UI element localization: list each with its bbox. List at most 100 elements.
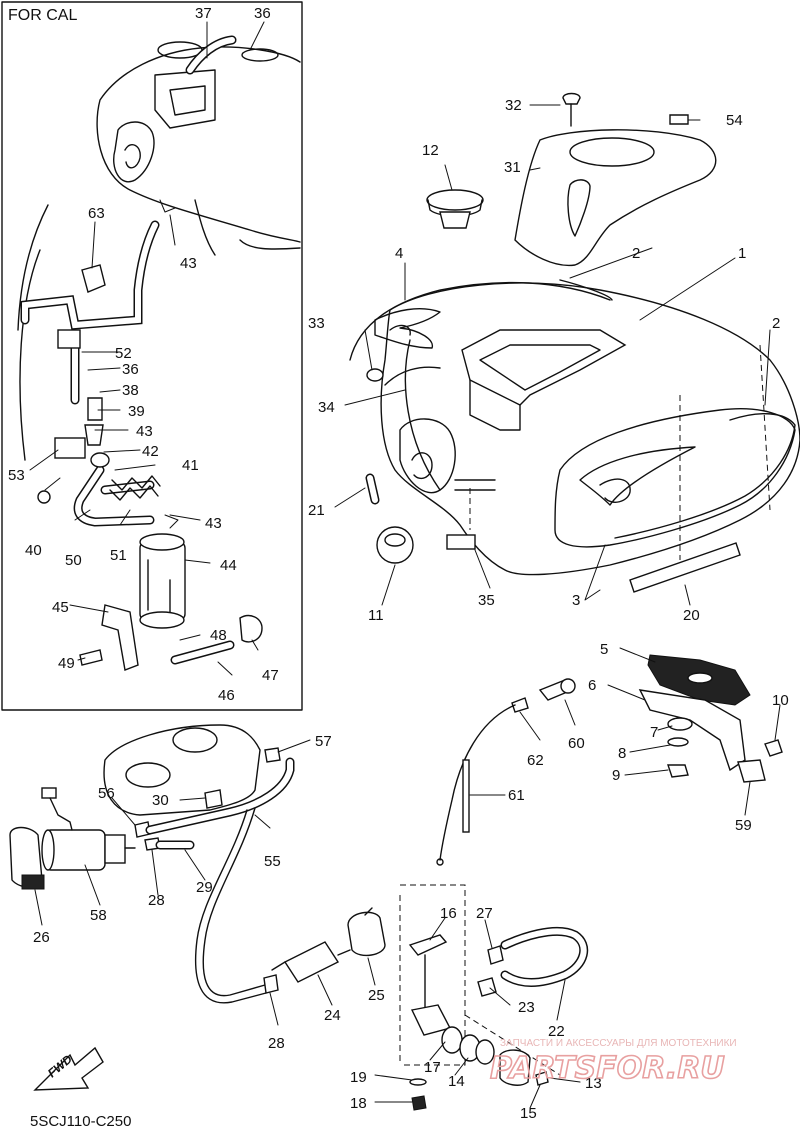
callout-53: 53 (8, 467, 25, 484)
callout-43-top: 43 (180, 255, 197, 272)
callout-11: 11 (368, 607, 384, 624)
callout-35: 35 (478, 592, 495, 609)
tank-cable-assembly (436, 678, 576, 866)
callout-32: 32 (505, 97, 522, 114)
filter-cup-25-top (364, 907, 373, 916)
inset-filler-neck (241, 48, 279, 62)
callout-21: 21 (308, 502, 325, 519)
callout-12: 12 (422, 142, 439, 159)
emblem-left-inner (389, 324, 411, 336)
tank-top-plate (461, 329, 627, 406)
emblem-right-logo-inner (599, 478, 631, 503)
callout-labels: 37 36 63 43 52 36 38 39 43 42 41 53 43 4… (8, 5, 789, 1122)
inset-valve-38 (87, 397, 103, 421)
callout-33: 33 (308, 315, 325, 332)
watermark: ЗАПЧАСТИ И АКСЕССУАРЫ ДЛЯ МОТОТЕХНИКИ PA… (489, 1038, 736, 1087)
inset-tank-tunnel-inner (124, 144, 141, 169)
callout-46: 46 (218, 687, 235, 704)
pad-35 (446, 534, 476, 550)
clip-57 (264, 747, 281, 763)
callout-29: 29 (196, 879, 213, 896)
inset-frame (1, 1, 303, 711)
bolt-18 (411, 1095, 427, 1111)
callout-39: 39 (128, 403, 145, 420)
callout-54: 54 (726, 112, 743, 129)
callout-6: 6 (588, 677, 596, 694)
inset-tank-outline (96, 46, 301, 243)
bolt-60-head (560, 678, 576, 694)
callout-19: 19 (350, 1069, 367, 1086)
diagram-code: 5SCJ110-C250 (30, 1113, 131, 1130)
grommet-54 (669, 114, 689, 125)
callout-9: 9 (612, 767, 620, 784)
clip-33 (366, 368, 384, 382)
callout-60: 60 (568, 735, 585, 752)
collar-7 (667, 717, 693, 731)
filter-cup-25 (347, 911, 386, 957)
inset-canister-detail (147, 559, 171, 613)
callout-36-top: 36 (254, 5, 271, 22)
callout-50: 50 (65, 552, 82, 569)
tank-cover-31 (514, 129, 717, 267)
callout-34: 34 (318, 399, 335, 416)
fuel-cap-12 (426, 189, 484, 211)
emblem-left (374, 308, 441, 349)
bolt-10 (764, 739, 783, 757)
inset-bolt-40 (37, 490, 51, 504)
screw-15 (535, 1071, 549, 1086)
callout-44: 44 (220, 557, 237, 574)
leader-lines (34, 104, 781, 1109)
inset-title: FOR CAL (8, 7, 77, 24)
damper-11 (376, 526, 414, 564)
inset-tank-lower (194, 199, 301, 256)
fuel-pump-58-end (41, 829, 55, 871)
fuel-line-return (202, 807, 266, 997)
callout-61: 61 (508, 787, 525, 804)
inset-bracket-53 (54, 437, 86, 459)
bolt-9 (667, 764, 689, 778)
seal-13a (475, 1039, 495, 1065)
inset-clamp-47 (239, 614, 263, 643)
damper-11-hole (384, 533, 406, 547)
pump-wire (49, 797, 73, 831)
clip-27 (487, 945, 504, 965)
emblem-right-logo (579, 446, 696, 506)
callout-52: 52 (115, 345, 132, 362)
inset-canister-44 (139, 541, 186, 621)
callout-14: 14 (448, 1073, 465, 1090)
watermark-site: PARTSFOR.RU (490, 1051, 725, 1086)
inset-hose-50 (73, 465, 155, 527)
fuel-line-return-b (194, 809, 267, 1004)
inset-valve-39 (84, 424, 104, 446)
tank-top-plate-inner (479, 344, 601, 391)
callout-31: 31 (504, 159, 521, 176)
throttle-body-port-r (172, 727, 218, 753)
callout-23: 23 (518, 999, 535, 1016)
callout-16: 16 (440, 905, 457, 922)
inset-bracket-45 (101, 604, 139, 671)
callout-25: 25 (368, 987, 385, 1004)
callout-43-low: 43 (205, 515, 222, 532)
throttle-body-port-l (125, 762, 171, 788)
gasket-16 (408, 934, 448, 956)
callout-24: 24 (324, 1007, 341, 1024)
tank-top-plate-side (469, 379, 521, 431)
callout-40: 40 (25, 542, 42, 559)
callout-3: 3 (572, 592, 580, 609)
damper-5-hole (687, 672, 713, 684)
tie-61 (462, 759, 470, 833)
o-ring-17 (441, 1026, 463, 1054)
clip-23 (477, 977, 497, 997)
inset-clip-43-low (164, 514, 179, 529)
callout-30: 30 (152, 792, 169, 809)
fwd-arrow (33, 1046, 104, 1091)
callout-13: 13 (585, 1075, 602, 1092)
washer-8 (667, 737, 689, 747)
callout-42: 42 (142, 443, 159, 460)
inset-frame-edge (17, 204, 49, 461)
cal-inset: FOR CAL (1, 1, 303, 711)
callout-17: 17 (424, 1059, 441, 1076)
main-fuel-tank (349, 92, 800, 593)
callout-62: 62 (527, 752, 544, 769)
